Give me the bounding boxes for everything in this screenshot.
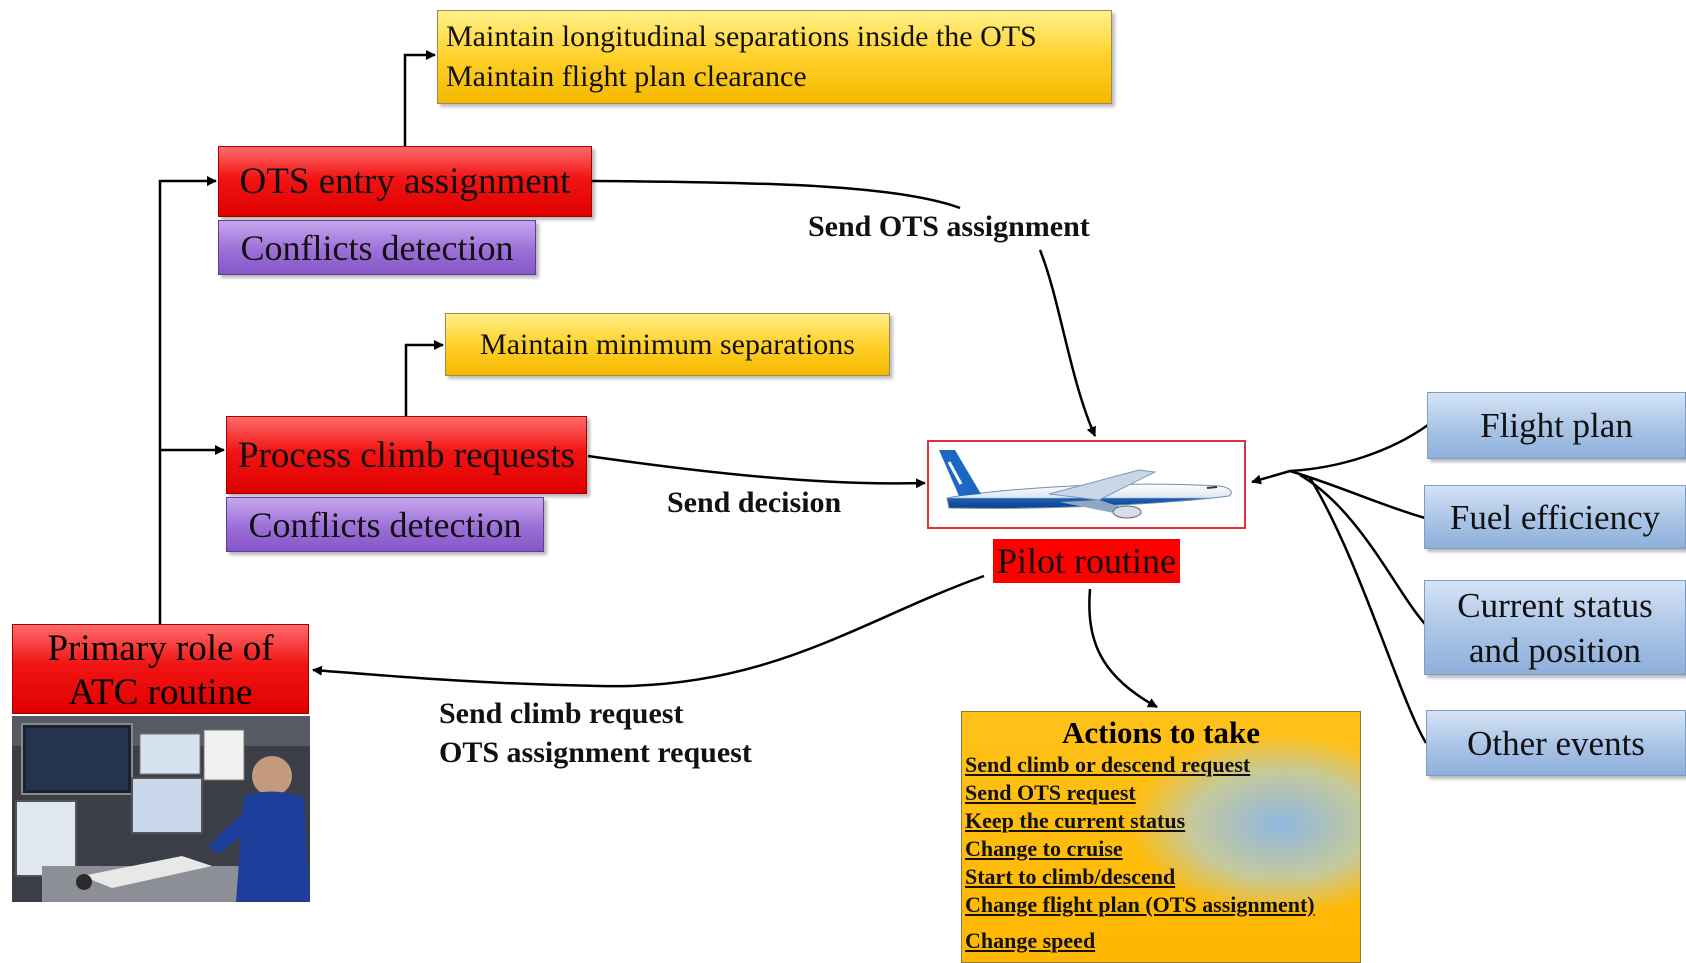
ots-entry-assignment-box: OTS entry assignment [218,146,592,217]
airplane-icon [939,450,1232,519]
arrow-climb-to-separations [404,340,444,416]
input-other-events: Other events [1426,710,1686,776]
arrow-pilot-to-actions [1088,588,1158,709]
input-current-status-line-1: Current status [1457,585,1653,625]
atc-title-line-2: ATC routine [68,672,253,713]
input-current-status: Current status and position [1424,580,1686,675]
atc-controller-photo [12,716,310,902]
arrow-ots-to-goals [403,50,436,146]
input-flight-plan: Flight plan [1427,392,1686,459]
action-item: Send climb or descend request [965,752,1251,777]
action-item: Change speed [965,928,1096,953]
action-item: Send OTS request [965,780,1136,805]
input-fuel-efficiency-label: Fuel efficiency [1449,497,1661,537]
atc-title-line-1: Primary role of [47,628,274,669]
send-decision-label: Send decision [667,486,842,519]
atc-routine-box: Primary role of ATC routine [12,624,309,714]
actions-to-take-box: Actions to take Send climb or descend re… [961,711,1361,963]
send-ots-assignment-label: Send OTS assignment [808,210,1090,243]
pilot-routine-label: Pilot routine [993,539,1180,583]
ots-entry-label: OTS entry assignment [239,161,571,202]
ots-goals-box: Maintain longitudinal separations inside… [437,10,1112,104]
actions-title: Actions to take [1061,715,1261,750]
input-flight-plan-label: Flight plan [1480,406,1633,445]
ots-goal-line-1: Maintain longitudinal separations inside… [446,20,1037,53]
conflicts-detection-label-2: Conflicts detection [248,504,522,545]
action-item: Change flight plan (OTS assignment) [965,892,1315,917]
action-item: Start to climb/descend [965,864,1176,889]
pilot-aircraft-box [927,440,1246,529]
action-item: Change to cruise [965,836,1123,861]
arrow-atc-to-ots-entry [158,176,217,624]
ots-goal-line-2: Maintain flight plan clearance [446,60,807,93]
input-fuel-efficiency: Fuel efficiency [1424,485,1686,549]
process-climb-label: Process climb requests [237,434,576,476]
process-climb-requests-box: Process climb requests [226,416,587,494]
arrow-send-ots [591,179,961,210]
action-item: Keep the current status [965,808,1186,833]
send-climb-request-label: Send climb request [439,697,684,730]
minimum-separations-box: Maintain minimum separations [445,313,890,376]
conflicts-detection-label-1: Conflicts detection [240,227,514,268]
arrow-send-ots-down [1038,249,1097,437]
minimum-separations-label: Maintain minimum separations [480,327,855,361]
ots-assignment-request-label: OTS assignment request [439,736,752,769]
arrow-pilot-requests [312,574,985,688]
conflicts-detection-box-1: Conflicts detection [218,220,536,275]
arrow-send-decision [587,454,926,489]
input-current-status-line-2: and position [1468,630,1642,670]
input-other-events-label: Other events [1467,723,1645,763]
arrow-inputs-to-pilot [1251,423,1429,485]
conflicts-detection-box-2: Conflicts detection [226,497,544,552]
